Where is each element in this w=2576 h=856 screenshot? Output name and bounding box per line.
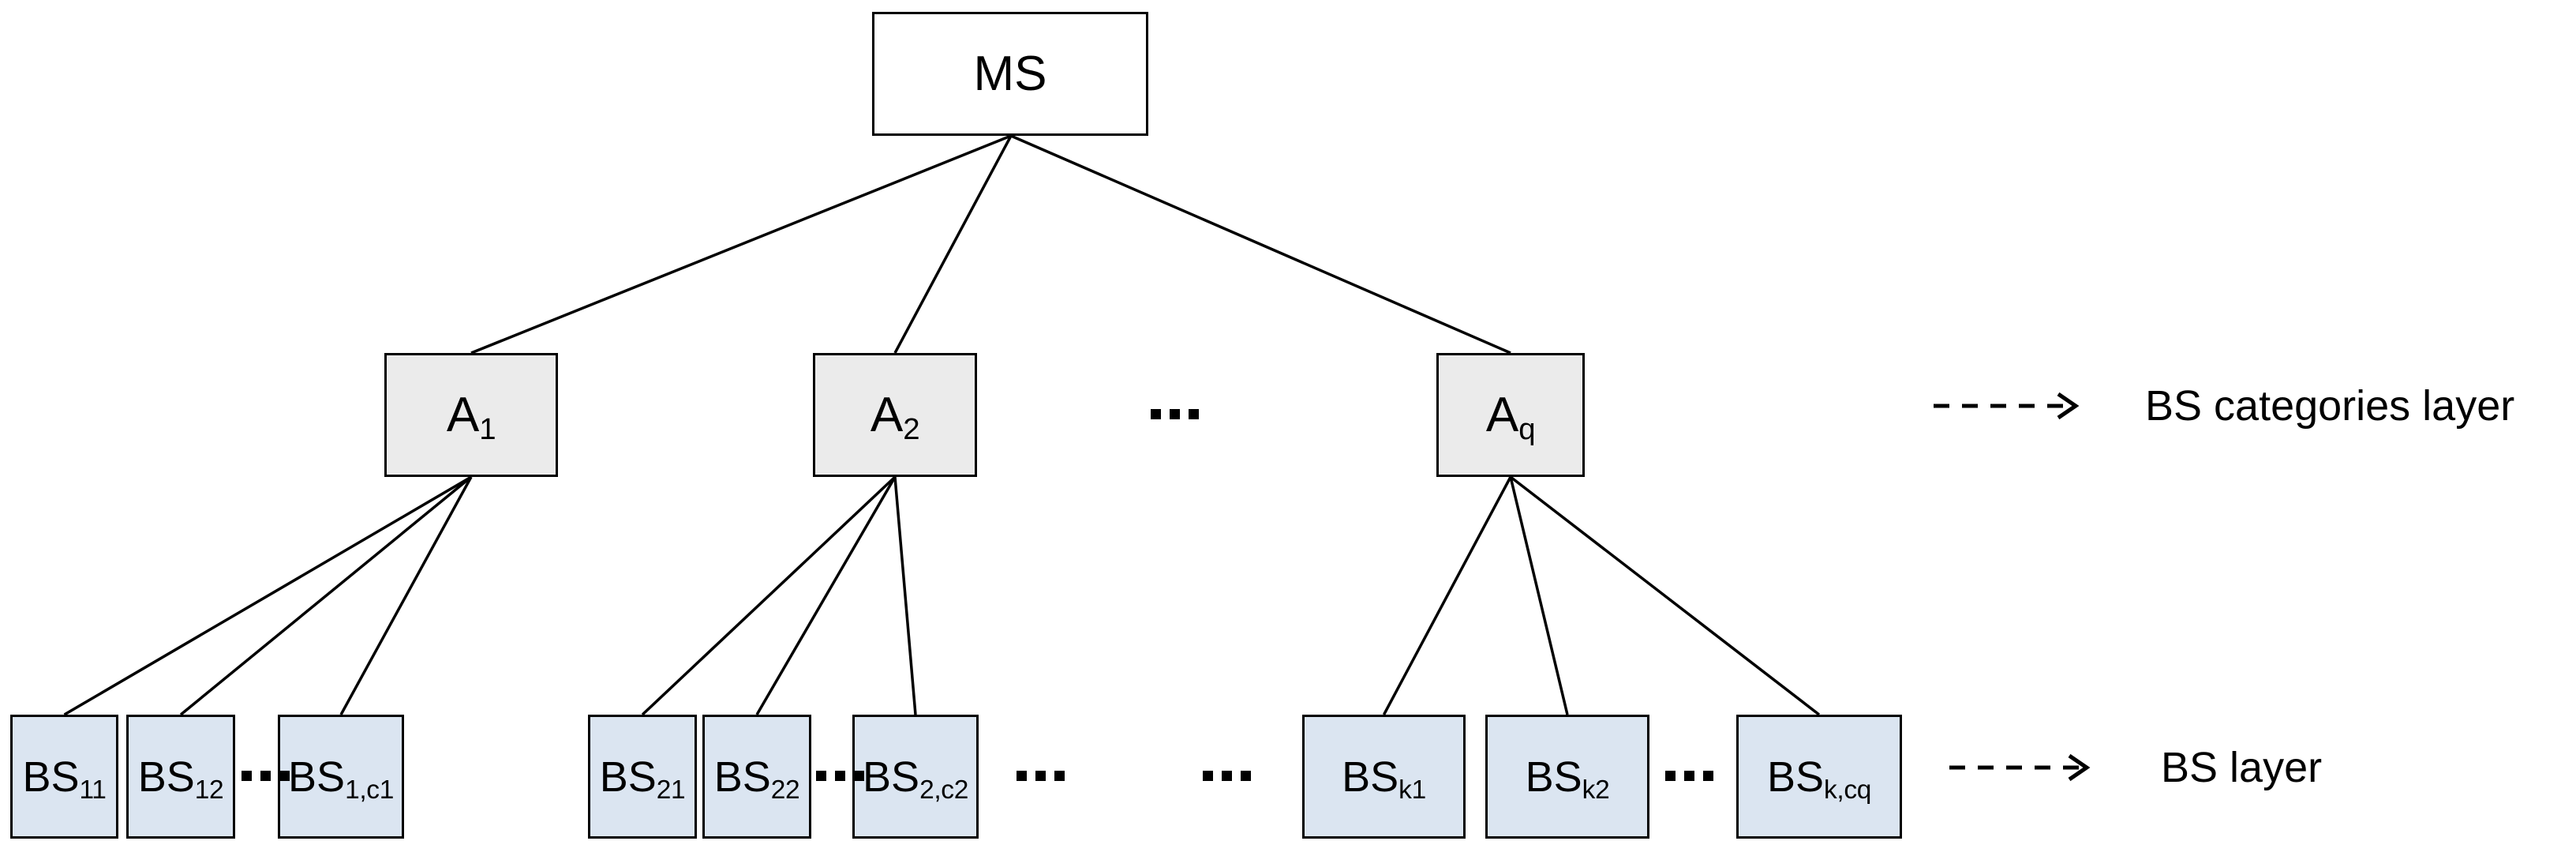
node-bs2c2[interactable]: BS2,c2 [852,715,979,839]
ellipsis-dot [260,771,271,781]
ellipsis-dot [242,771,252,781]
node-a1[interactable]: A1 [384,353,558,477]
node-ms-label: MS [973,46,1047,101]
edge-a2-bs22 [755,476,897,715]
ellipsis-dot [1665,771,1676,781]
ellipsis-dot [1684,771,1694,781]
node-a1-label: A1 [446,387,496,447]
ellipsis-dot [1151,409,1161,419]
edge-aq-bskcq [1509,475,1821,716]
node-bs22[interactable]: BS22 [702,715,811,839]
node-bs1c1-label: BS1,c1 [288,753,394,805]
ellipsis-dot [1054,771,1065,781]
node-bsk1[interactable]: BSk1 [1302,715,1466,839]
edge-aq-bsk1 [1382,476,1512,715]
node-bskcq[interactable]: BSk,cq [1736,715,1902,839]
ellipsis-dot [279,771,290,781]
ellipsis-dot [1703,771,1713,781]
ellipsis-dot [1241,771,1251,781]
edge-ms-aq [1010,134,1511,355]
ellipsis-dot [1189,409,1199,419]
node-ms[interactable]: MS [872,12,1148,136]
bs-layer-ellipsis-4 [1203,771,1251,781]
ellipsis-dot [1222,771,1232,781]
node-bs12-label: BS12 [137,753,224,805]
category-layer-ellipsis [1151,409,1199,419]
dashed-arrow-right-icon [1949,753,2091,782]
node-bs12[interactable]: BS12 [126,715,235,839]
node-bs11[interactable]: BS11 [10,715,118,839]
node-bsk1-label: BSk1 [1342,753,1426,805]
node-a2-label: A2 [870,387,920,447]
node-bs2c2-label: BS2,c2 [863,753,968,805]
bs-layer-ellipsis-1 [242,771,290,781]
ellipsis-dot [1035,771,1046,781]
edge-a1-bs12 [179,475,473,716]
ellipsis-dot [816,771,826,781]
node-a2[interactable]: A2 [813,353,977,477]
node-aq-label: Aq [1485,387,1536,447]
bs-layer-ellipsis-2 [816,771,864,781]
legend-bs-categories-layer: BS categories layer [1932,381,2514,430]
node-bsk2[interactable]: BSk2 [1485,715,1649,839]
edge-a1-bs11 [63,475,472,716]
ellipsis-dot [1017,771,1027,781]
bs-layer-ellipsis-5 [1665,771,1713,781]
edge-aq-bsk2 [1509,476,1569,715]
edge-ms-a1 [470,134,1012,355]
legend-bs-layer-label: BS layer [2161,744,2323,791]
node-bsk2-label: BSk2 [1525,753,1610,805]
ellipsis-dot [1203,771,1213,781]
ellipsis-dot [835,771,845,781]
ellipsis-dot [854,771,864,781]
edge-a1-bs1c1 [339,476,473,715]
legend-bs-categories-layer-label: BS categories layer [2145,382,2515,430]
node-bs21[interactable]: BS21 [588,715,697,839]
dashed-arrow-right-icon [1934,392,2080,420]
node-aq[interactable]: Aq [1436,353,1585,477]
node-bskcq-label: BSk,cq [1766,753,1872,805]
node-bs1c1[interactable]: BS1,c1 [278,715,404,839]
node-bs22-label: BS22 [713,753,800,805]
edge-a2-bs2c2 [893,476,917,715]
node-bs11-label: BS11 [22,753,107,805]
ellipsis-dot [1170,409,1180,419]
edge-ms-a2 [893,135,1013,354]
node-bs21-label: BS21 [599,753,686,805]
edge-a2-bs21 [641,475,897,716]
bs-layer-ellipsis-3 [1017,771,1065,781]
legend-bs-layer: BS layer [1948,743,2322,792]
